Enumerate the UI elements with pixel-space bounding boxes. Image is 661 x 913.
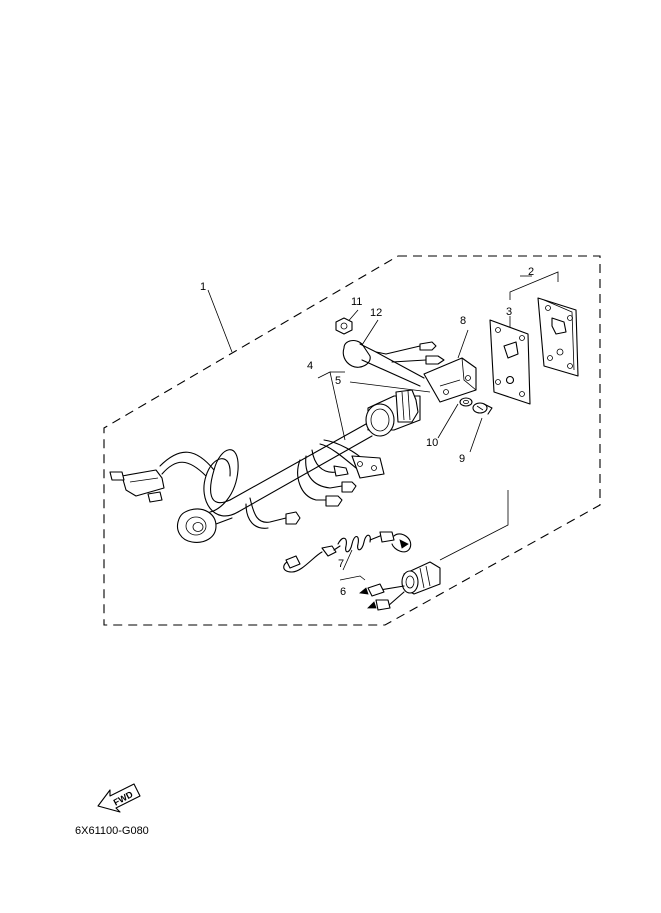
callout-labels: 1 2 3 4 5 6 7 8 9 10 11 12 [200,266,534,598]
callout-8: 8 [460,315,466,327]
main-switch [365,389,421,437]
drawing-code: 6X61100-G080 [75,825,149,837]
clamp [342,339,425,387]
callout-2: 2 [528,266,534,278]
washer [459,397,473,407]
callout-11: 11 [351,296,362,308]
stop-switch [359,561,441,611]
nut [335,317,353,335]
callout-7: 7 [338,558,344,570]
callout-5: 5 [335,375,341,387]
callout-10: 10 [426,437,438,449]
lanyard [283,531,412,573]
panel-plate-inner [489,319,531,405]
callout-4: 4 [307,360,313,372]
callout-1: 1 [200,281,206,293]
fwd-arrow-icon: FWD [97,783,141,813]
panel-plate-outer [537,297,579,377]
terminal-leads-upper [385,341,445,365]
wiring-harness [109,423,385,543]
assembly-boundary [103,255,601,626]
callout-12: 12 [370,307,382,319]
callout-3: 3 [506,306,512,318]
bracket [423,357,477,403]
callout-6: 6 [340,586,346,598]
callout-9: 9 [459,453,465,465]
screw [472,402,493,415]
